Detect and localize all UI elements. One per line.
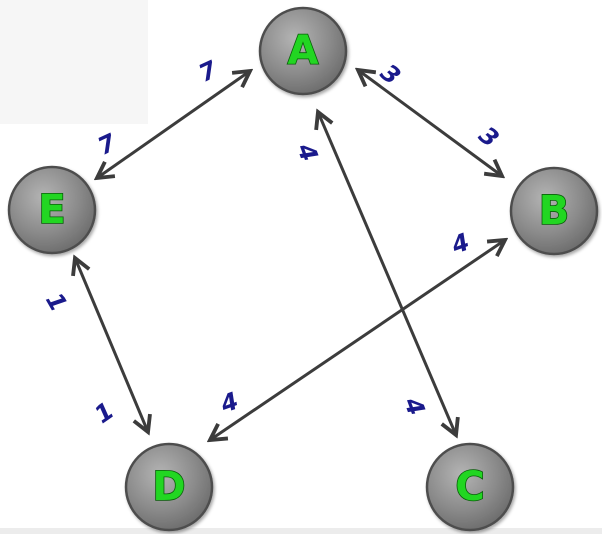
node-c-label: C	[455, 464, 484, 510]
node-a-label: A	[288, 28, 319, 74]
node-c[interactable]: C	[425, 442, 515, 532]
node-b-label: B	[539, 188, 570, 234]
node-a-circle	[258, 6, 348, 96]
node-b-circle	[509, 166, 599, 256]
edge-a-b	[358, 70, 502, 176]
edges-layer	[75, 70, 505, 440]
weight-e-d-near-d: 1	[89, 397, 119, 430]
edge-a-e	[97, 71, 250, 178]
edge-b-d	[210, 240, 505, 440]
node-b[interactable]: B	[509, 166, 599, 256]
node-d[interactable]: D	[124, 442, 214, 532]
node-c-circle	[425, 442, 515, 532]
edge-a-c	[318, 112, 456, 435]
node-a[interactable]: A	[258, 6, 348, 96]
edge-e-d	[75, 258, 148, 432]
weight-a-b-near-b: 3	[473, 121, 504, 153]
weight-b-d-near-b: 4	[447, 228, 473, 260]
node-e[interactable]: E	[7, 165, 97, 255]
weight-b-d-near-d: 4	[216, 387, 242, 419]
bottom-strip	[0, 528, 602, 534]
weight-a-c-near-a: 4	[291, 139, 323, 165]
weights-layer: 7 7 3 3 4 4 4 4 1 1	[40, 55, 504, 429]
node-d-label: D	[152, 464, 185, 510]
weight-e-d-near-e: 1	[40, 288, 73, 316]
node-e-circle	[7, 165, 97, 255]
weight-a-c-near-c: 4	[398, 393, 430, 419]
node-e-label: E	[38, 187, 65, 233]
weight-a-e-near-e: 7	[93, 128, 120, 161]
weight-a-e-near-a: 7	[194, 55, 221, 88]
node-d-circle	[124, 442, 214, 532]
